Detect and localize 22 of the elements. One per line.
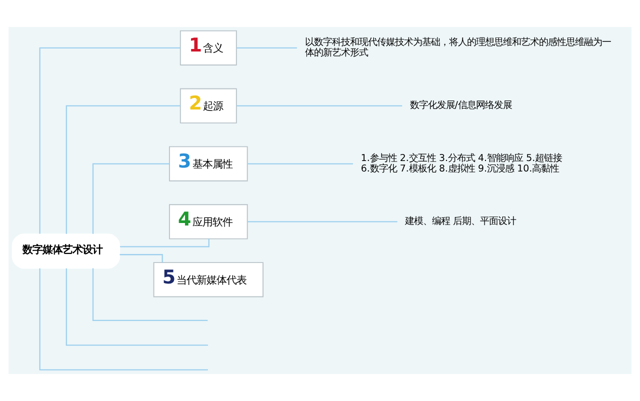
connector [66, 105, 180, 234]
connector [66, 268, 208, 346]
connector [92, 163, 170, 234]
node-box: 4应用软件 [169, 204, 248, 240]
connector [92, 268, 208, 322]
connector [236, 105, 402, 106]
connector [248, 163, 353, 164]
node-box: 3 基本属性 [169, 146, 248, 182]
connector [120, 238, 210, 248]
node-text: 数字化发展/信息网络发展 [410, 100, 512, 112]
node-box: 2 起源 [180, 88, 237, 124]
node-box: 数字媒体艺术设计 [12, 234, 120, 269]
node-text: 建模、编程 后期、平面设计 [405, 216, 516, 228]
connector [236, 47, 297, 48]
node-box: 5 当代新媒体代表 [153, 262, 264, 298]
connector [39, 47, 180, 234]
node-text: 1.参与性 2.交互性 3.分布式 4.智能响应 5.超链接 6.数字化 7.模板化 8.虚拟性 9.沉浸感 10.高黏性 [360, 152, 562, 174]
node-text: 以数字科技和现代传媒技术为基础，将人的理想思维和艺术的感性思维融为一体的新艺术形式 [304, 37, 611, 58]
connector [39, 268, 208, 370]
connector [248, 221, 398, 222]
connector [120, 254, 163, 263]
node-box: 1含义 [180, 30, 237, 66]
